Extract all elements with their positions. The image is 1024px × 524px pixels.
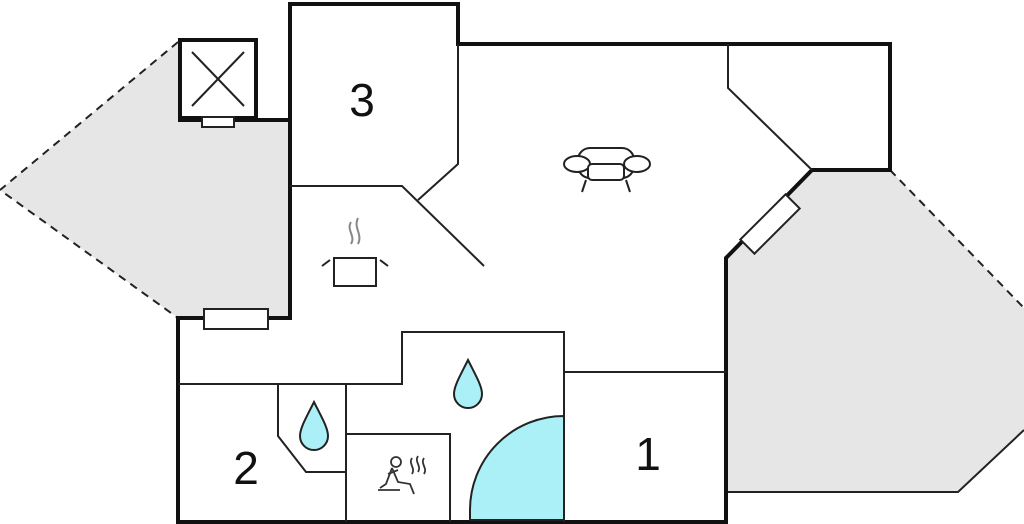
window-chimney [201, 116, 235, 128]
living-room-sofa-icon [563, 147, 651, 193]
room-2-label: 2 [233, 442, 259, 494]
shower-quarter-circle-icon [469, 414, 565, 521]
room-3-label: 3 [349, 74, 375, 126]
terrace-left [0, 41, 290, 319]
inner-walls [178, 44, 813, 522]
kitchen-pot-icon [321, 217, 389, 287]
interior [178, 4, 890, 522]
fireplace-chimney-icon [178, 38, 258, 120]
window-terrace-left [203, 308, 269, 330]
room-1-label: 1 [635, 428, 661, 480]
sauna-icon [378, 455, 427, 495]
bathroom-water-drop-icon [298, 357, 484, 451]
terrace-right [726, 169, 1024, 493]
window-terrace-right [738, 192, 802, 256]
windows [201, 116, 802, 330]
